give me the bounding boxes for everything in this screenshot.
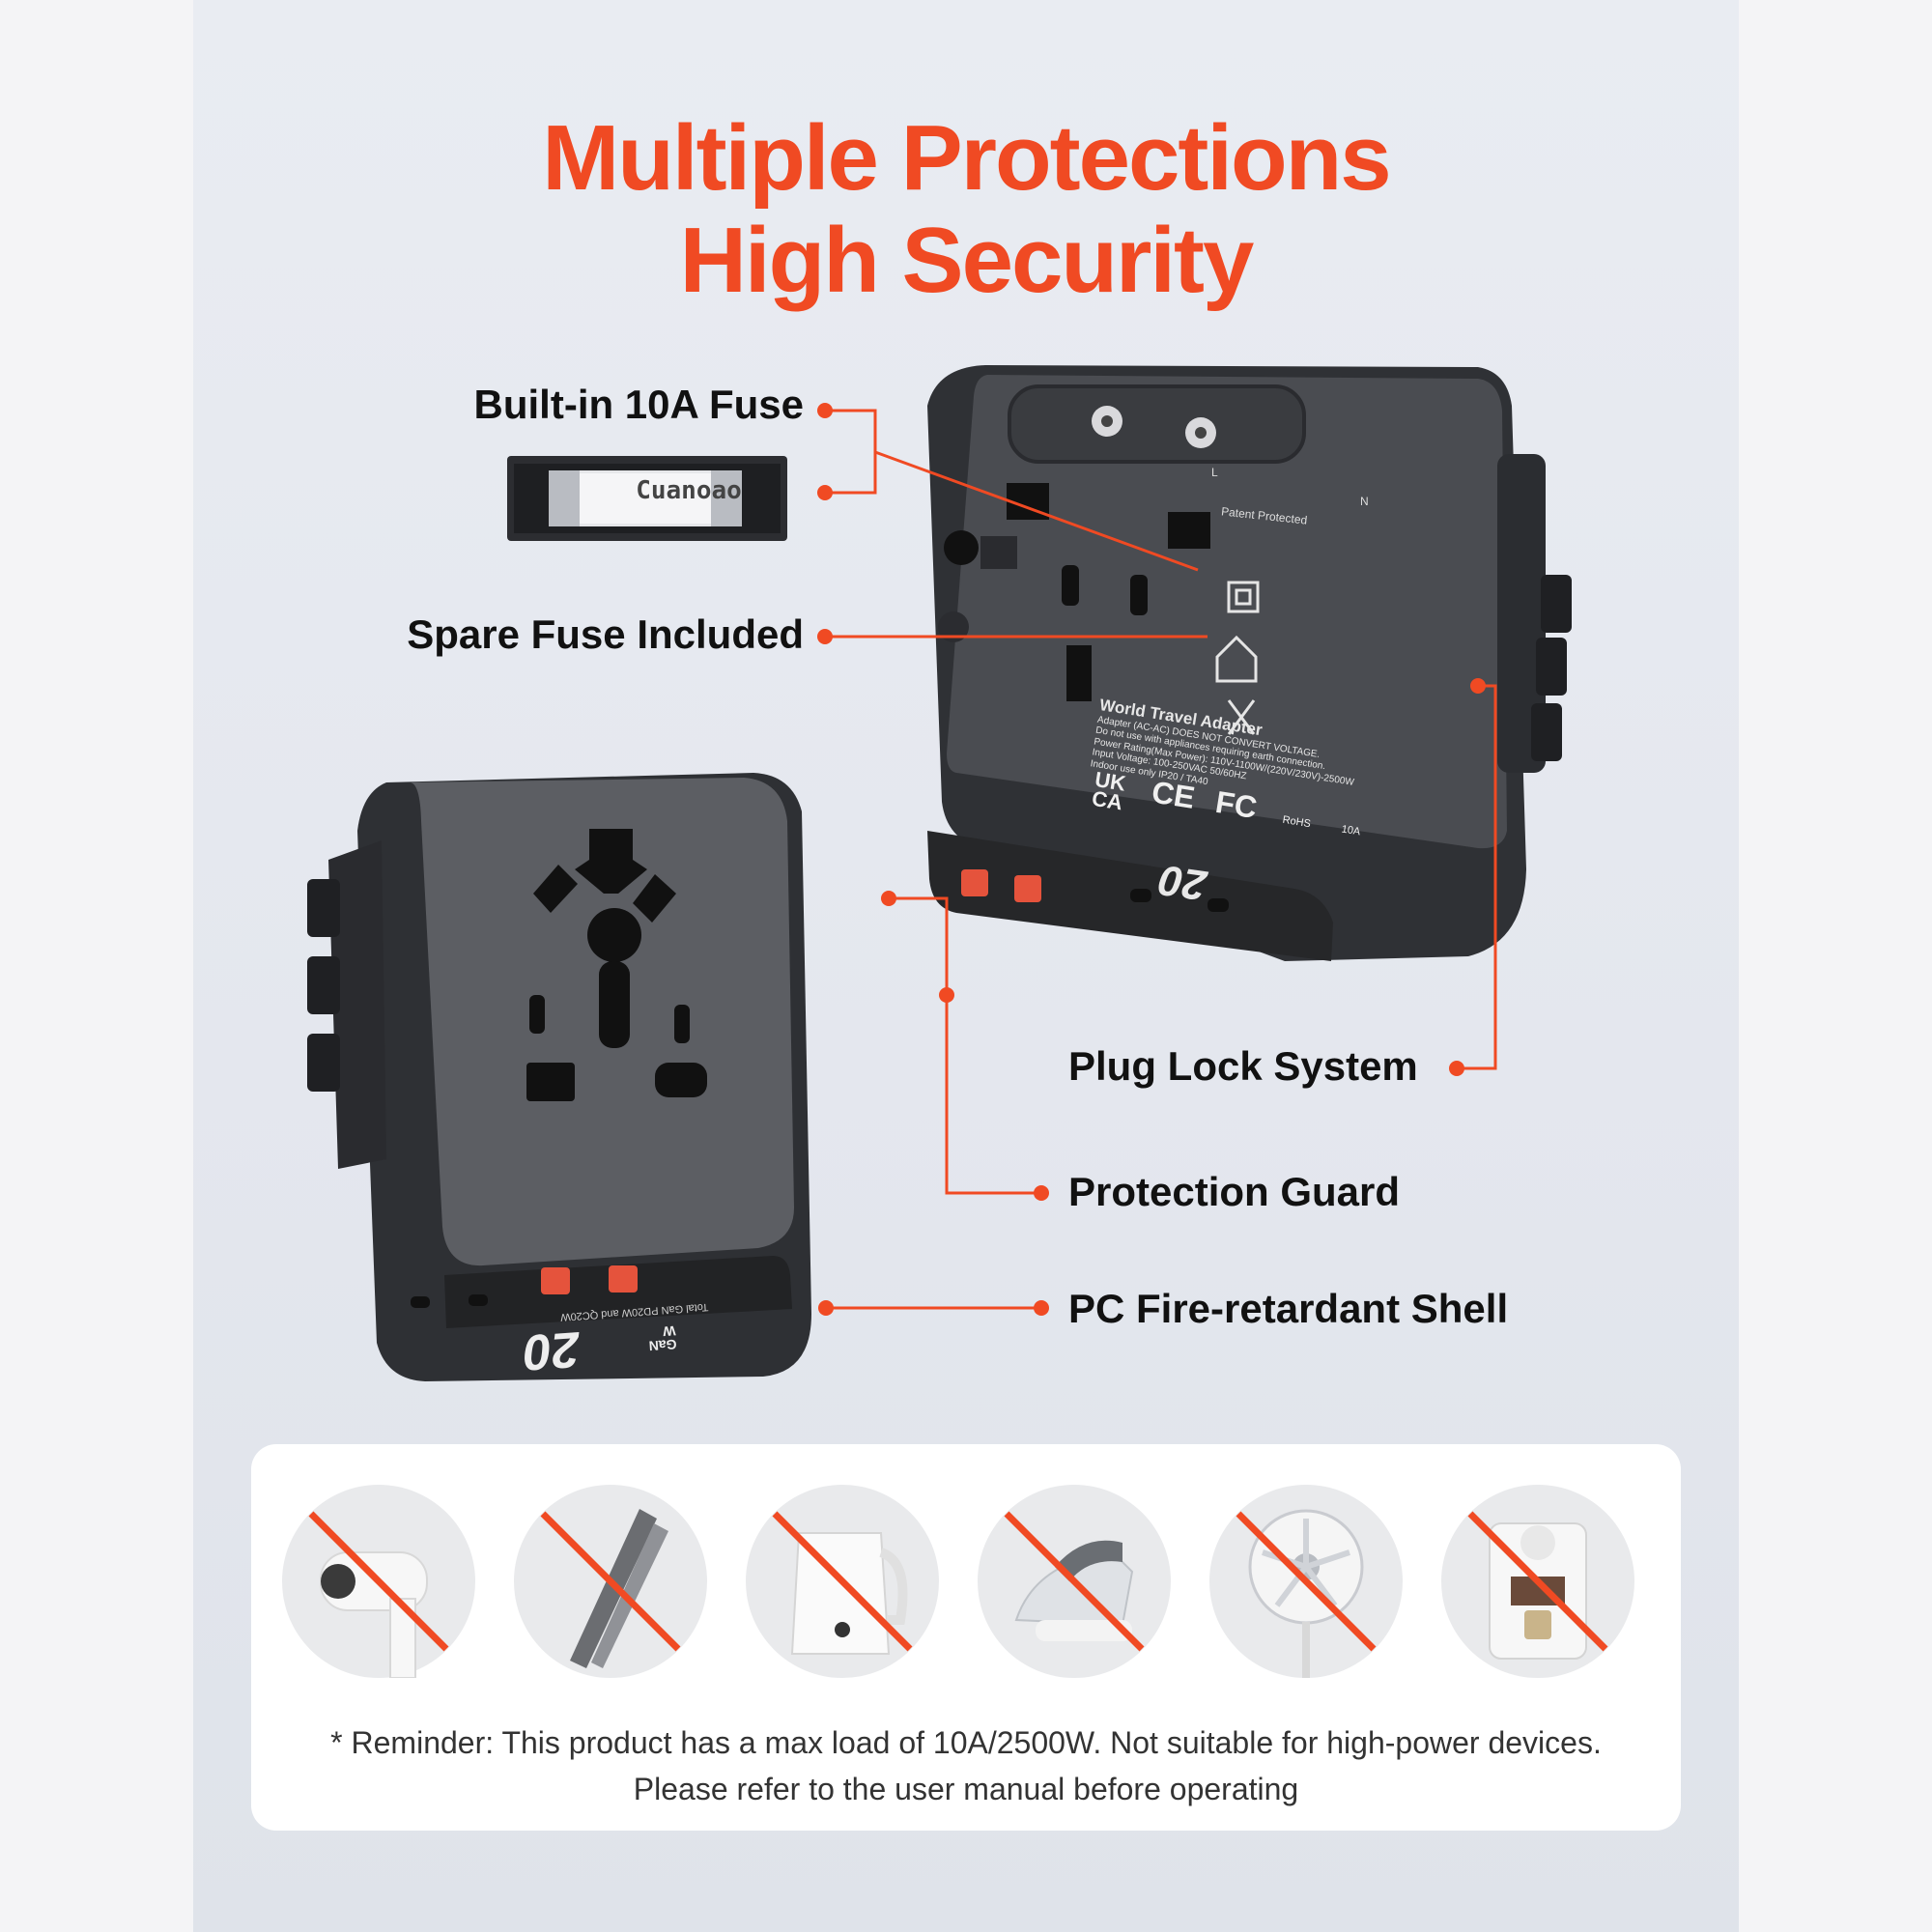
coffee-machine-banned-icon [1441,1485,1634,1678]
electric-kettle-banned-icon [746,1485,939,1678]
adapter-back-view [927,365,1572,961]
callout-lines [817,403,1497,1316]
callout-protection-guard: Protection Guard [1068,1169,1401,1214]
product-panel: Multiple Protections High Security [193,0,1739,1932]
callout-built-in-fuse: Built-in 10A Fuse [473,382,804,427]
hair-dryer-banned-icon [282,1485,475,1678]
adapter-illustrations [307,365,1572,1381]
headline-line-2: High Security [679,209,1255,312]
reminder-card: * Reminder: This product has a max load … [251,1444,1681,1831]
electric-fan-banned-icon [1209,1485,1403,1678]
headline-line-1: Multiple Protections [542,106,1391,210]
adapter-front-view [307,773,811,1381]
fuse-brand-label: Cuanoao [636,476,742,505]
fuse-illustration [507,456,787,541]
hair-straightener-banned-icon [514,1485,707,1678]
reminder-line-2: Please refer to the user manual before o… [633,1772,1299,1806]
steam-iron-banned-icon [978,1485,1171,1678]
callout-spare-fuse: Spare Fuse Included [407,611,804,657]
callout-fire-retardant-shell: PC Fire-retardant Shell [1068,1286,1509,1331]
reminder-line-1: * Reminder: This product has a max load … [330,1725,1602,1760]
callout-plug-lock: Plug Lock System [1068,1043,1418,1089]
